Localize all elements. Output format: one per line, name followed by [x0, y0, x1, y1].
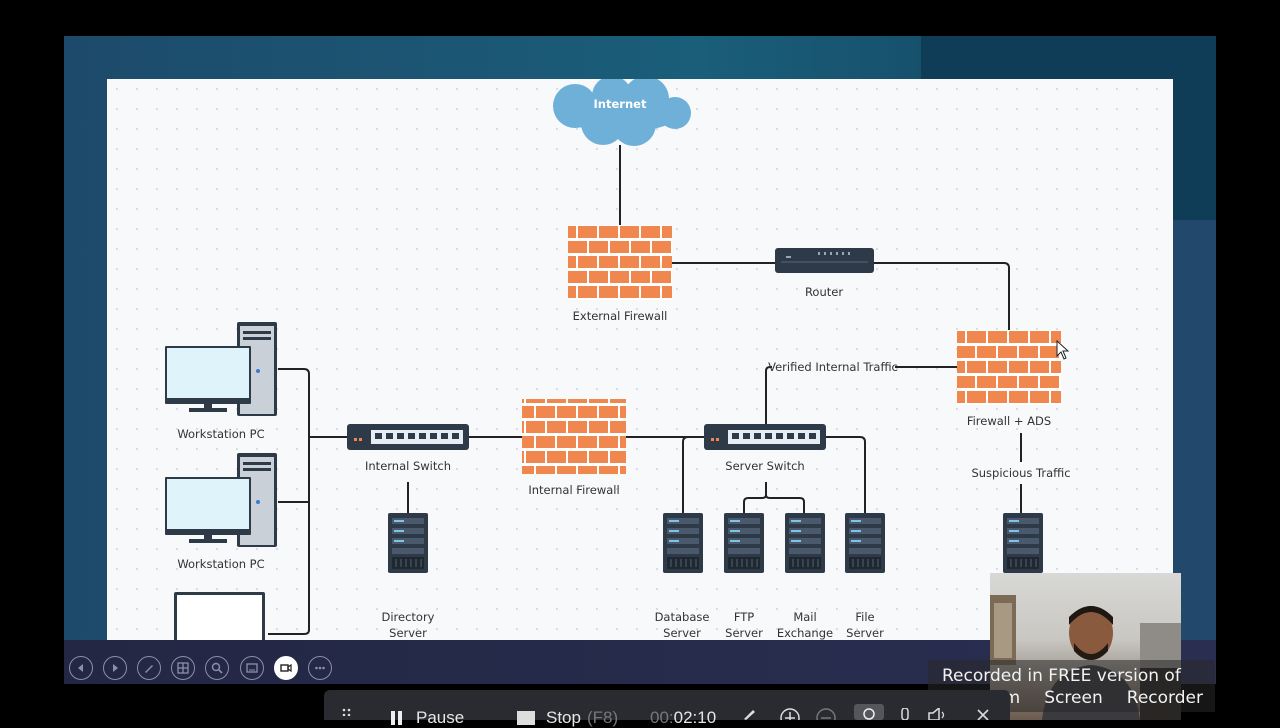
pen-button[interactable]	[137, 656, 161, 680]
file-server-icon	[844, 512, 886, 574]
recording-timer: 00:02:10	[650, 708, 716, 728]
stop-shortcut: (F8)	[586, 708, 619, 727]
firewall-ads-icon	[957, 330, 1061, 405]
drag-handle[interactable]	[342, 708, 352, 716]
file-server-label-2: Server	[846, 626, 884, 640]
speaker-button[interactable]	[928, 708, 950, 720]
zoom-icon	[211, 662, 223, 674]
microphone-button[interactable]	[898, 708, 912, 720]
slides-grid-button[interactable]	[171, 656, 195, 680]
router-label: Router	[805, 285, 843, 299]
mail-exchange-icon	[784, 512, 826, 574]
previous-icon	[78, 664, 83, 672]
internet-cloud: Internet	[553, 79, 691, 146]
internal-switch-icon	[347, 424, 469, 450]
zoom-button[interactable]	[205, 656, 229, 680]
zoom-in-button[interactable]	[780, 708, 800, 720]
firewall-ads-label: Firewall + ADS	[967, 414, 1051, 428]
webcam-toggle-button[interactable]	[854, 704, 884, 720]
camera-button[interactable]	[274, 656, 298, 680]
server-switch-icon	[704, 424, 826, 450]
directory-server-label-2: Server	[389, 626, 427, 640]
watermark-word-2: Screen	[1044, 688, 1103, 708]
suspicious-traffic-label: Suspicious Traffic	[971, 466, 1070, 480]
more-icon	[315, 666, 325, 670]
laptop-icon	[174, 592, 265, 640]
mail-exchange-label-1: Mail	[793, 610, 816, 624]
drag-handle-icon	[342, 708, 351, 716]
internal-firewall-icon	[522, 399, 626, 474]
zoom-out-icon	[816, 708, 836, 720]
next-slide-button[interactable]	[103, 656, 127, 680]
router-icon	[775, 248, 874, 273]
close-icon	[977, 709, 989, 720]
watermark-word-3: Recorder	[1126, 688, 1203, 708]
slides-grid-icon	[177, 662, 189, 674]
draw-button[interactable]	[742, 708, 758, 720]
stop-button[interactable]: Stop (F8)	[517, 708, 618, 728]
webcam-icon	[854, 704, 884, 720]
workstation-label: Workstation PC	[177, 557, 264, 571]
next-icon	[113, 664, 118, 672]
pause-icon	[391, 711, 402, 725]
pen-icon	[145, 665, 153, 673]
close-button[interactable]	[976, 708, 990, 720]
directory-server-label-1: Directory	[381, 610, 434, 624]
zoom-out-button[interactable]	[816, 708, 836, 720]
subtitles-button[interactable]	[240, 656, 264, 680]
slide: Internet	[107, 79, 1173, 640]
workstation-icon	[165, 322, 277, 416]
subtitles-icon	[246, 663, 258, 673]
speaker-icon	[928, 708, 945, 720]
timer-prefix: 00:	[650, 708, 674, 727]
internal-switch-label: Internal Switch	[365, 459, 451, 473]
camera-icon	[280, 663, 292, 673]
pencil-icon	[744, 710, 755, 720]
workstation-icon	[165, 453, 277, 547]
directory-server-icon	[387, 512, 429, 574]
watermark-line-1: Recorded in FREE version of	[942, 666, 1181, 686]
recorder-toolbar: Pause Stop (F8) 00:02:10	[324, 690, 1010, 727]
stop-label: Stop	[546, 708, 581, 727]
workstation-label: Workstation PC	[177, 427, 264, 441]
ftp-server-icon	[723, 512, 765, 574]
external-firewall-label: External Firewall	[573, 309, 668, 323]
timer-value: 02:10	[673, 708, 717, 727]
pause-button[interactable]: Pause	[390, 708, 464, 728]
internal-firewall-label: Internal Firewall	[528, 483, 619, 497]
mouse-cursor-icon	[1056, 339, 1070, 360]
external-firewall-icon	[568, 225, 672, 300]
cloud-label: Internet	[594, 97, 647, 111]
previous-slide-button[interactable]	[69, 656, 93, 680]
microphone-icon	[901, 708, 909, 720]
server-switch-label: Server Switch	[725, 459, 804, 473]
pause-label: Pause	[416, 708, 465, 727]
ftp-server-label-1: FTP	[734, 610, 754, 624]
file-server-label-1: File	[855, 610, 874, 624]
database-server-label-1: Database	[655, 610, 710, 624]
more-options-button[interactable]	[308, 656, 332, 680]
quarantine-server-icon	[1002, 512, 1044, 574]
connector-lines	[268, 145, 1022, 635]
database-server-label-2: Server	[663, 626, 701, 640]
verified-traffic-label: Verified Internal Traffic	[768, 360, 898, 374]
ftp-server-label-2: Server	[725, 626, 763, 640]
database-server-icon	[662, 512, 704, 574]
mail-exchange-label-2: Exchange	[777, 626, 833, 640]
zoom-in-icon	[780, 708, 800, 720]
stop-icon	[517, 711, 535, 725]
